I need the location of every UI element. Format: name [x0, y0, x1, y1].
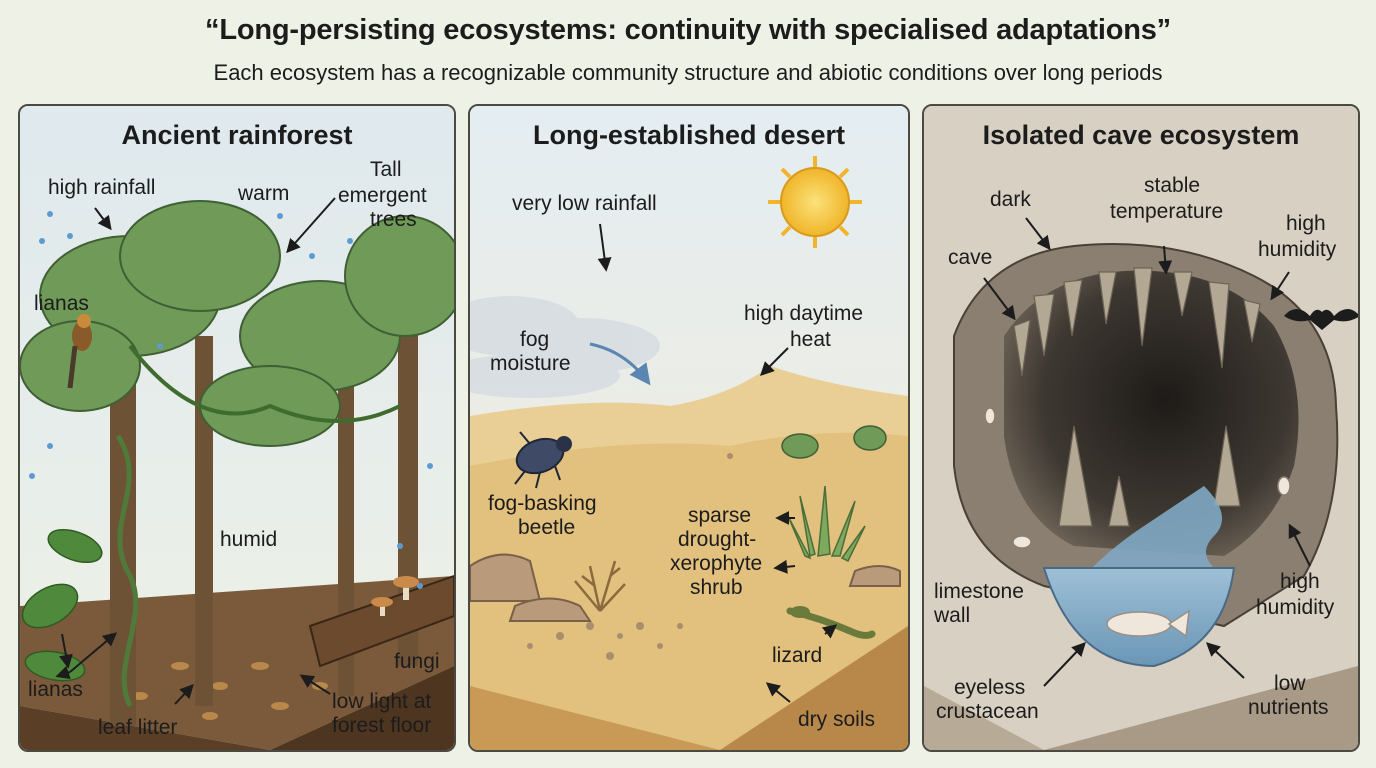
- fog-arrow: [589, 342, 651, 386]
- label-stable-1: stable: [1144, 174, 1201, 197]
- label-humidity-top-1: high: [1286, 212, 1326, 235]
- label-eyeless-2: crustacean: [936, 700, 1039, 723]
- desert-panel: Long-established desert very low rainfal…: [468, 104, 910, 752]
- xerophyte-shrub-icon: [787, 485, 866, 563]
- label-lizard: lizard: [772, 644, 823, 667]
- label-fog-1: fog: [520, 328, 550, 351]
- label-cave: cave: [948, 246, 993, 269]
- label-tall-trees-2: emergent: [338, 184, 427, 207]
- stream: [1084, 486, 1224, 576]
- rocks: [470, 553, 901, 622]
- dry-shrub-icon: [574, 560, 626, 612]
- sun-icon: [768, 156, 862, 248]
- desert-title: Long-established desert: [532, 120, 846, 150]
- label-humidity-right-2: humidity: [1256, 596, 1335, 619]
- label-very-low-rainfall: very low rainfall: [512, 192, 657, 215]
- label-limestone-1: limestone: [934, 580, 1024, 603]
- mushroom-icon: [371, 576, 419, 616]
- stalagmites: [1058, 425, 1241, 527]
- label-dark: dark: [990, 188, 1031, 211]
- label-shrub-4: shrub: [690, 576, 743, 599]
- distant-shrubs: [781, 425, 887, 459]
- label-humidity-top-2: humidity: [1258, 238, 1337, 261]
- label-arrows: [983, 217, 1311, 687]
- label-beetle-2: beetle: [518, 516, 576, 539]
- label-shrub-2: drought-: [678, 528, 757, 551]
- label-limestone-2: wall: [934, 604, 971, 627]
- eyeless-fish-icon: [1106, 609, 1190, 638]
- pebbles: [527, 453, 733, 660]
- liana-vine: [128, 344, 401, 423]
- label-tall-trees-1: Tall: [370, 158, 402, 181]
- label-heat-2: heat: [790, 328, 831, 351]
- label-fungi: fungi: [394, 650, 440, 673]
- label-fog-2: moisture: [490, 352, 571, 375]
- lizard-icon: [786, 606, 876, 639]
- label-dry-soils: dry soils: [798, 708, 876, 731]
- raindrops: [29, 211, 433, 589]
- label-nutrients-1: low: [1274, 672, 1306, 695]
- label-arrows: [55, 197, 336, 705]
- label-shrub-1: sparse: [688, 504, 752, 527]
- label-eyeless-1: eyeless: [954, 676, 1026, 699]
- label-humidity-right-1: high: [1280, 570, 1320, 593]
- label-lianas-bottom: lianas: [28, 678, 83, 701]
- page-subtitle: Each ecosystem has a recognizable commun…: [213, 60, 1163, 85]
- label-high-rainfall: high rainfall: [48, 176, 156, 199]
- label-warm: warm: [238, 182, 290, 205]
- label-leaf-litter: leaf litter: [98, 716, 178, 739]
- page-title: “Long-persisting ecosystems: continuity …: [205, 14, 1171, 46]
- label-arrows: [597, 223, 838, 703]
- rainforest-illustration: [20, 106, 454, 750]
- cave-panel: Isolated cave ecosystem dark stable temp…: [922, 104, 1360, 752]
- crustacean-icon: [984, 407, 1291, 549]
- label-nutrients-2: nutrients: [1248, 696, 1329, 719]
- label-heat-1: high daytime: [744, 302, 864, 325]
- label-humid: humid: [220, 528, 278, 551]
- canopy: [20, 200, 454, 447]
- cave-title: Isolated cave ecosystem: [982, 120, 1300, 150]
- label-shrub-3: xerophyte: [670, 552, 763, 575]
- label-lianas-top: lianas: [34, 292, 89, 315]
- beetle-icon: [514, 431, 572, 489]
- cave-illustration: [924, 106, 1358, 750]
- rainforest-title: Ancient rainforest: [121, 120, 353, 150]
- label-low-light-2: forest floor: [332, 714, 432, 737]
- bird-icon: [67, 314, 92, 389]
- label-stable-2: temperature: [1110, 200, 1224, 223]
- label-low-light-1: low light at: [332, 690, 432, 713]
- fog-cloud: [470, 296, 660, 398]
- label-beetle-1: fog-basking: [488, 492, 597, 515]
- label-tall-trees-3: trees: [370, 208, 417, 231]
- bat-icon: [1284, 309, 1358, 330]
- stalactites: [1013, 267, 1261, 377]
- desert-illustration: [470, 106, 908, 750]
- rainforest-panel: Ancient rainforest high rainfall warm Ta…: [18, 104, 456, 752]
